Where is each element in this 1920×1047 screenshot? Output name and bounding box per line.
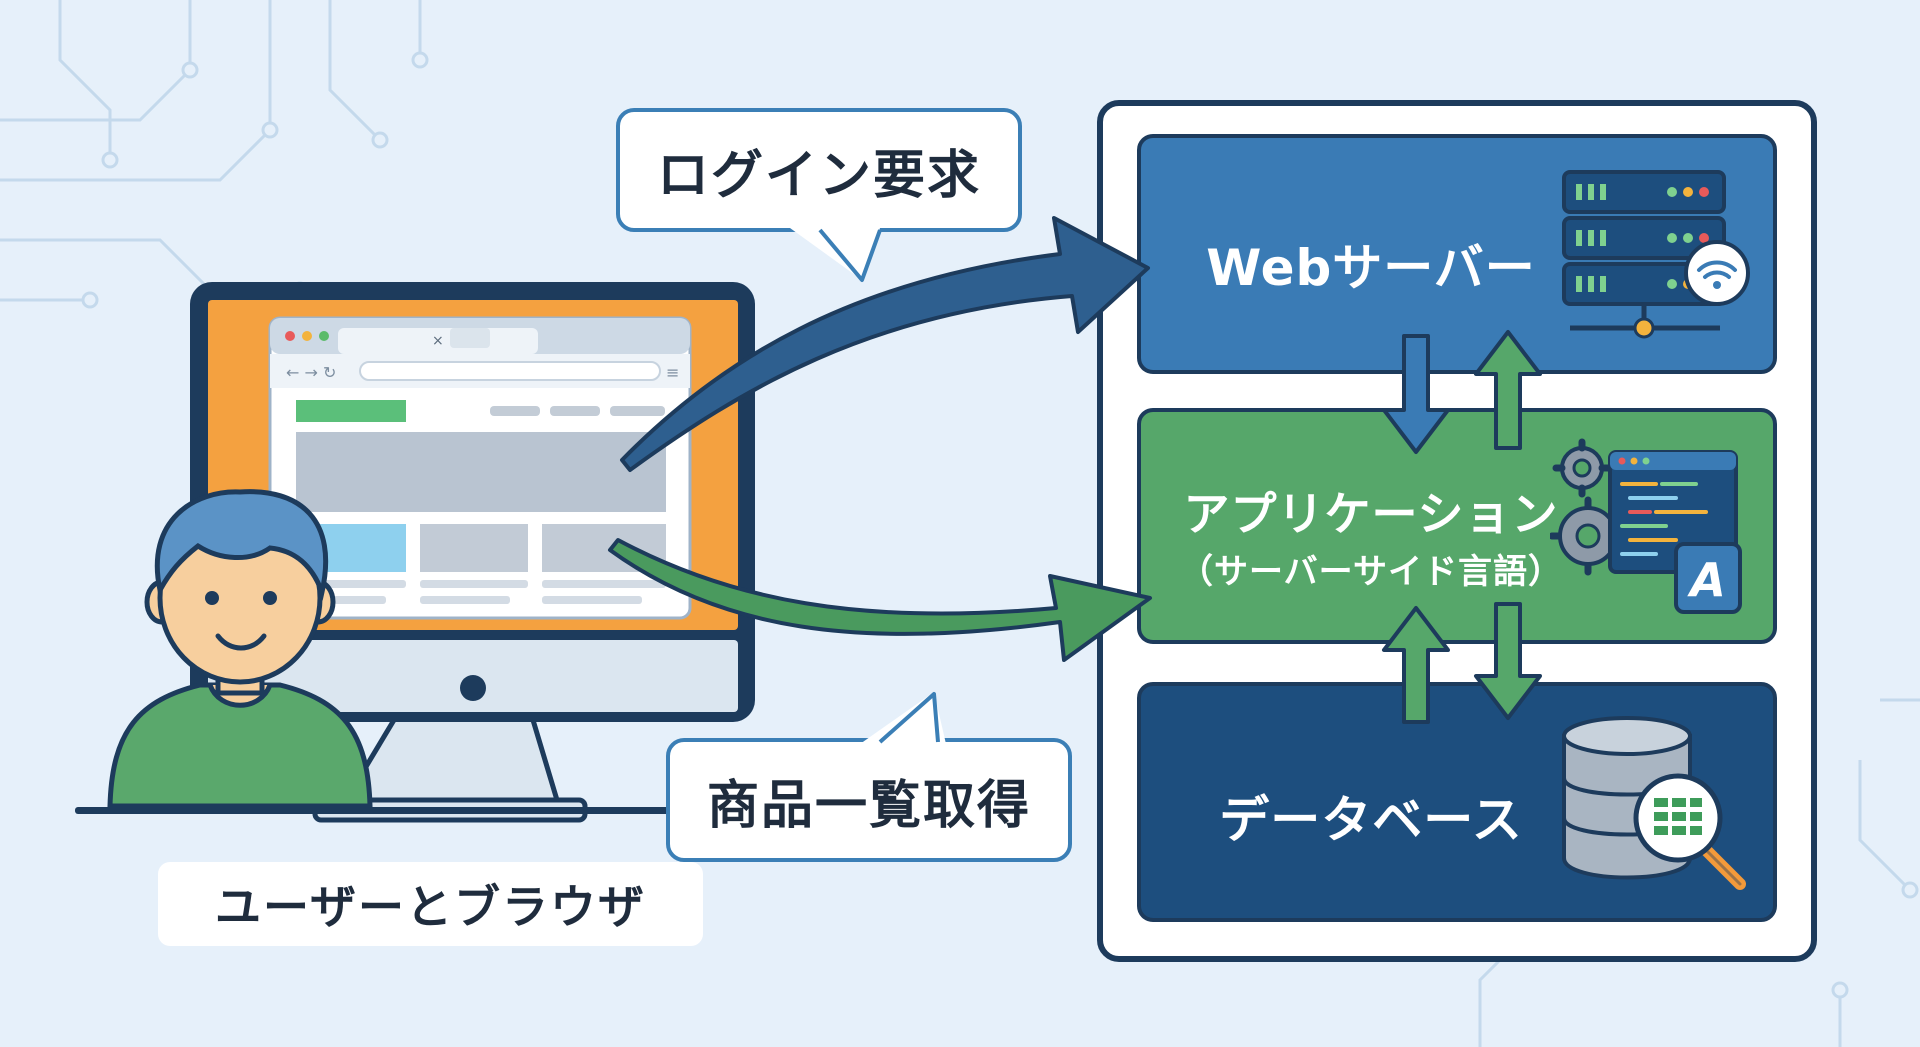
- request-bubble: ログイン要求: [616, 108, 1022, 232]
- request-bubble-label: ログイン要求: [656, 145, 981, 206]
- application-title: アプリケーション: [1183, 487, 1559, 541]
- wifi-icon: [1684, 240, 1750, 306]
- response-bubble-label: 商品一覧取得: [706, 775, 1031, 836]
- svg-text:×: ×: [432, 333, 444, 349]
- web-server-title: Webサーバー: [1206, 239, 1536, 297]
- request-bubble-tail: [790, 228, 882, 282]
- application-subtitle: （サーバーサイド言語）: [1179, 552, 1563, 592]
- response-bubble: 商品一覧取得: [666, 738, 1072, 862]
- magnifier-icon: [1633, 773, 1746, 890]
- svg-text:≡: ≡: [666, 363, 679, 382]
- user-avatar-icon: [107, 489, 373, 809]
- response-bubble-tail: [860, 692, 946, 744]
- database-title: データベース: [1219, 791, 1523, 849]
- server-rack-icon: [1562, 170, 1726, 339]
- code-window-icon: A: [1608, 450, 1742, 614]
- svg-text:← → ↻: ← → ↻: [286, 363, 336, 382]
- user-browser-label: ユーザーとブラウザ: [158, 862, 703, 946]
- user-browser-label-text: ユーザーとブラウザ: [214, 880, 647, 934]
- language-badge-icon: A: [1687, 553, 1726, 607]
